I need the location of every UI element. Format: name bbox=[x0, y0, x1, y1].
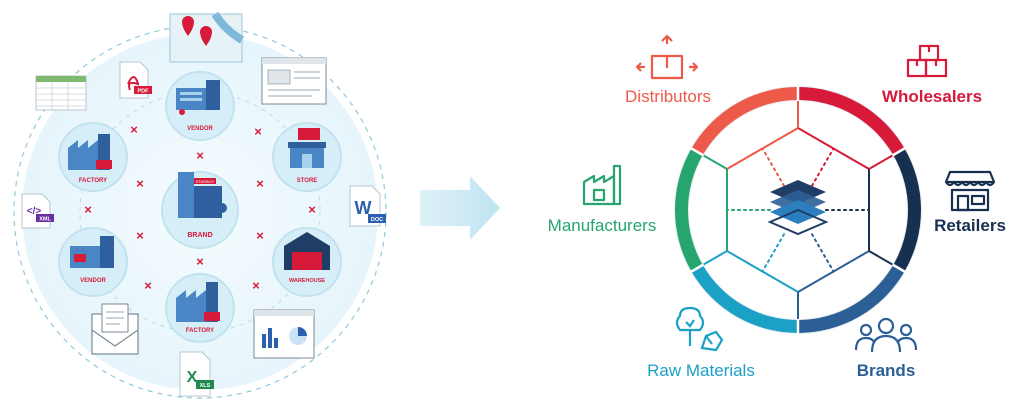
svg-text:</>: </> bbox=[27, 206, 42, 217]
cluster-inner-dashed-ring bbox=[79, 91, 321, 333]
ring-segment-raw_materials bbox=[691, 265, 798, 333]
storefront-icon bbox=[944, 170, 996, 212]
cross-mark: × bbox=[144, 278, 152, 293]
ring-connector bbox=[868, 154, 894, 170]
ring-connector bbox=[702, 250, 728, 266]
dashboard-icon bbox=[253, 309, 315, 359]
cluster-outer-dashed-ring bbox=[13, 25, 387, 399]
node-label: VENDOR bbox=[187, 126, 213, 132]
flow-arrow bbox=[420, 176, 500, 240]
factory-icon bbox=[176, 290, 206, 322]
node-factory-left: FACTORY bbox=[58, 122, 128, 192]
ring-segment-brands bbox=[798, 265, 905, 333]
node-label: WAREHOUSE bbox=[289, 278, 325, 284]
cross-mark: × bbox=[84, 202, 92, 217]
cross-mark: × bbox=[136, 176, 144, 191]
node-brand: STARBOY BRAND bbox=[161, 171, 239, 249]
left-cluster: × × × × × × × × × × × × VENDOR bbox=[13, 11, 387, 399]
excel-icon: X XLS bbox=[179, 351, 214, 397]
box-arrows-icon bbox=[635, 34, 699, 80]
pdf-icon: PDF bbox=[119, 61, 152, 99]
stacked-boxes-icon bbox=[906, 44, 948, 78]
tower-icon bbox=[178, 172, 194, 218]
node-vendor-top: VENDOR bbox=[165, 71, 235, 141]
factory-outline-icon bbox=[582, 164, 622, 206]
brand-tag: STARBOY bbox=[196, 179, 215, 184]
cross-mark: × bbox=[308, 202, 316, 217]
label-retailers: Retailers bbox=[934, 216, 1006, 235]
node-warehouse: WAREHOUSE bbox=[272, 227, 342, 297]
ring-segment-wholesalers bbox=[798, 86, 905, 155]
label-raw-materials: Raw Materials bbox=[647, 361, 755, 380]
spoke-brands bbox=[811, 233, 835, 273]
xml-icon: </> XML bbox=[21, 193, 54, 229]
cross-mark: × bbox=[256, 228, 264, 243]
segment-gap bbox=[891, 146, 907, 157]
node-factory-bottom: FACTORY bbox=[165, 273, 235, 343]
node-vendor-bottom: VENDOR bbox=[58, 227, 128, 297]
layers-icon bbox=[767, 180, 829, 236]
storefront-icon bbox=[288, 142, 326, 148]
cross-mark: × bbox=[196, 148, 204, 163]
label-brands: Brands bbox=[857, 361, 916, 380]
node-store: STORE bbox=[272, 122, 342, 192]
spoke-raw_materials bbox=[761, 233, 785, 273]
svg-text:XLS: XLS bbox=[200, 383, 211, 389]
segment-gap bbox=[891, 263, 907, 274]
people-group-icon bbox=[854, 317, 918, 353]
ring-labels: Distributors Wholesalers Retailers Brand… bbox=[548, 87, 1006, 380]
ring-segment-manufacturers bbox=[675, 148, 703, 272]
label-wholesalers: Wholesalers bbox=[882, 87, 982, 106]
svg-text:DOC: DOC bbox=[371, 217, 383, 223]
spreadsheet-icon bbox=[35, 75, 87, 111]
ring-connector bbox=[702, 154, 728, 170]
cross-mark: × bbox=[256, 176, 264, 191]
node-label: FACTORY bbox=[79, 178, 107, 184]
segment-gap bbox=[689, 263, 705, 274]
node-label: FACTORY bbox=[186, 328, 214, 334]
spoke-wholesalers bbox=[811, 147, 835, 187]
label-distributors: Distributors bbox=[625, 87, 711, 106]
ring-segment-distributors bbox=[691, 87, 798, 155]
node-label: VENDOR bbox=[80, 278, 106, 284]
label-manufacturers: Manufacturers bbox=[548, 216, 657, 235]
segment-gap bbox=[689, 146, 705, 157]
document-window-icon bbox=[261, 57, 327, 105]
ring-segment-retailers bbox=[893, 148, 921, 272]
map-icon bbox=[169, 11, 245, 63]
cross-mark: × bbox=[252, 278, 260, 293]
node-label: STORE bbox=[297, 178, 318, 184]
cross-mark: × bbox=[130, 122, 138, 137]
cross-mark: × bbox=[196, 254, 204, 269]
spoke-distributors bbox=[761, 147, 785, 187]
word-doc-icon: W DOC bbox=[349, 185, 386, 227]
svg-text:W: W bbox=[355, 198, 372, 218]
tree-rock-icon bbox=[675, 306, 724, 352]
svg-text:XML: XML bbox=[39, 217, 51, 223]
cross-mark: × bbox=[254, 124, 262, 139]
node-label: BRAND bbox=[187, 232, 212, 239]
ecosystem-ring bbox=[674, 86, 922, 334]
svg-text:X: X bbox=[187, 369, 198, 386]
envelope-icon bbox=[91, 303, 139, 355]
ring-connector bbox=[868, 250, 894, 266]
cross-mark: × bbox=[136, 228, 144, 243]
factory-icon bbox=[68, 140, 98, 170]
svg-text:PDF: PDF bbox=[138, 89, 150, 95]
connector-crosses: × × × × × × × × × × × × bbox=[84, 122, 316, 293]
